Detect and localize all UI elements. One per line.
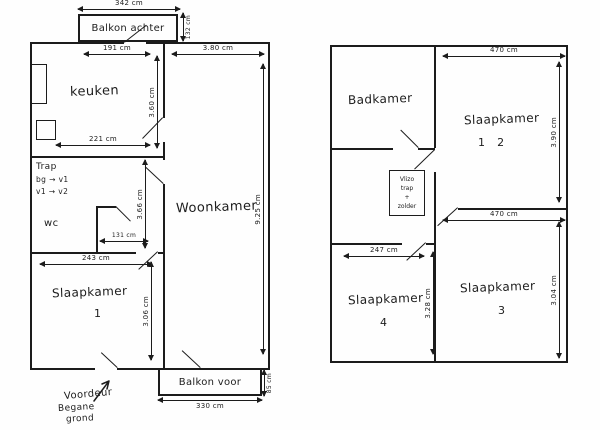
dim-label: 470 cm xyxy=(489,46,519,54)
balkon-achter-room: Balkon achter xyxy=(78,14,178,42)
badkamer-bottom-wall-1 xyxy=(330,148,393,150)
dim-label: 247 cm xyxy=(369,246,399,254)
slaapkamer4-top-wall-1 xyxy=(330,243,402,245)
trap-note: Trap bg → v1 v1 → v2 xyxy=(36,160,69,198)
slaapkamer12-label: Slaapkamer xyxy=(463,110,540,128)
slaapkamer4-top-wall-2 xyxy=(426,243,435,245)
trap-note-title: Trap xyxy=(36,162,57,172)
dim-label: 243 cm xyxy=(81,254,111,262)
badkamer-label: Badkamer xyxy=(347,90,413,108)
dim-line xyxy=(77,5,181,12)
dim-slaapkamer12-width: 470 cm xyxy=(442,46,566,59)
dim-line xyxy=(157,397,263,404)
badkamer-bottom-wall-2 xyxy=(418,148,435,150)
dim-slaapkamer4-width: 247 cm xyxy=(343,246,425,259)
kitchen-fixture-2 xyxy=(36,120,56,140)
dim-line xyxy=(343,252,425,259)
dim-balkon-achter-depth: 132 cm xyxy=(180,12,199,42)
balkon-voor-room: Balkon voor xyxy=(158,368,262,396)
gf-bottom-wall-1 xyxy=(30,368,95,370)
ff-vertical-wall-2 xyxy=(434,172,436,363)
dim-slaapkamer3-height: 3.04 cm xyxy=(544,221,563,359)
dim-line xyxy=(442,216,566,223)
dim-woonkamer-width: 3.80 cm xyxy=(171,44,265,57)
dim-slaapkamer12-height: 3.90 cm xyxy=(544,61,563,203)
wc-wall-vertical xyxy=(96,206,98,252)
dim-keuken-width: 191 cm xyxy=(83,44,151,57)
dim-label: 3.80 cm xyxy=(202,44,234,52)
slaapkamer4-label: Slaapkamer xyxy=(347,290,424,308)
dim-slaapkamer1-height: 3.06 cm xyxy=(136,261,155,361)
vlizo-box: Vlizo trap + zolder xyxy=(389,170,425,216)
voordeur-arrow-icon xyxy=(93,380,110,402)
trap-note-line2: v1 → v2 xyxy=(36,187,69,197)
dim-line xyxy=(99,237,149,244)
dim-balkon-voor-depth: 85 cm xyxy=(261,369,278,397)
vlizo-line3: + xyxy=(404,194,410,201)
dim-balkon-voor-width: 330 cm xyxy=(157,397,263,410)
dim-label: 131 cm xyxy=(111,232,137,239)
trap-note-line1: bg → v1 xyxy=(36,175,69,185)
vlizo-line1: Vlizo xyxy=(399,176,415,183)
vlizo-line2: trap xyxy=(400,185,414,192)
dim-label: 342 cm xyxy=(114,0,144,7)
balkon-voor-label: Balkon voor xyxy=(178,376,242,388)
dim-line xyxy=(142,159,149,249)
dim-line xyxy=(556,221,563,359)
ff-vertical-wall-1 xyxy=(434,45,436,148)
vlizo-note: Vlizo trap + zolder xyxy=(398,175,416,211)
dim-line xyxy=(154,55,161,149)
dim-label: 470 cm xyxy=(489,210,519,218)
dim-slaapkamer4-height: 3.28 cm xyxy=(418,251,437,355)
dim-line xyxy=(55,141,151,148)
slaapkamer12-number: 1 2 xyxy=(478,136,505,149)
kitchen-fixture-1 xyxy=(31,64,47,104)
dim-line xyxy=(261,369,268,397)
slaapkamer1-number: 1 xyxy=(94,307,102,320)
dim-line xyxy=(180,12,187,42)
dim-hal-height: 3.66 cm xyxy=(130,159,149,249)
dim-woonkamer-height: 9.25 cm xyxy=(248,63,267,355)
dim-label: 330 cm xyxy=(195,402,225,410)
balkon-achter-label: Balkon achter xyxy=(91,22,165,34)
slaapkamer3-top-wall xyxy=(458,208,568,210)
dim-balkon-achter-width: 342 cm xyxy=(77,0,181,12)
keuken-woonkamer-wall-3 xyxy=(163,184,165,368)
dim-line xyxy=(556,61,563,203)
dim-line xyxy=(83,50,151,57)
dim-line xyxy=(171,50,265,57)
wc-wall-horizontal xyxy=(96,206,116,208)
dim-keuken-bottom-width: 221 cm xyxy=(55,135,151,148)
dim-line xyxy=(430,251,437,355)
gf-top-wall-right xyxy=(146,42,270,44)
slaapkamer3-number: 3 xyxy=(498,304,506,317)
first-floor-outline xyxy=(330,45,568,363)
wc-label: wc xyxy=(44,218,59,229)
gf-left-wall xyxy=(30,42,32,370)
slaapkamer4-number: 4 xyxy=(380,316,388,329)
dim-label: 3.28 cm xyxy=(423,287,432,319)
slaapkamer1-top-wall-2 xyxy=(158,252,163,254)
dim-line xyxy=(442,52,566,59)
dim-label: 3.90 cm xyxy=(549,116,558,148)
keuken-bottom-wall xyxy=(30,156,163,158)
dim-label: 221 cm xyxy=(88,135,118,143)
dim-wc-width: 131 cm xyxy=(99,232,149,244)
gf-right-wall xyxy=(268,42,270,370)
dim-label: 3.04 cm xyxy=(549,274,558,306)
keuken-woonkamer-wall-1 xyxy=(163,42,165,118)
vlizo-line4: zolder xyxy=(397,203,417,210)
gf-bottom-wall-2 xyxy=(117,368,176,370)
dim-label: 191 cm xyxy=(102,44,132,52)
keuken-woonkamer-wall-2 xyxy=(163,142,165,160)
dim-line xyxy=(260,63,267,355)
dim-keuken-height: 3.60 cm xyxy=(142,55,161,149)
slaapkamer1-top-wall-1 xyxy=(30,252,136,254)
dim-slaapkamer3-width: 470 cm xyxy=(442,210,566,223)
dim-line xyxy=(148,261,155,361)
slaapkamer3-label: Slaapkamer xyxy=(459,278,536,296)
gf-top-wall-left xyxy=(30,42,124,44)
